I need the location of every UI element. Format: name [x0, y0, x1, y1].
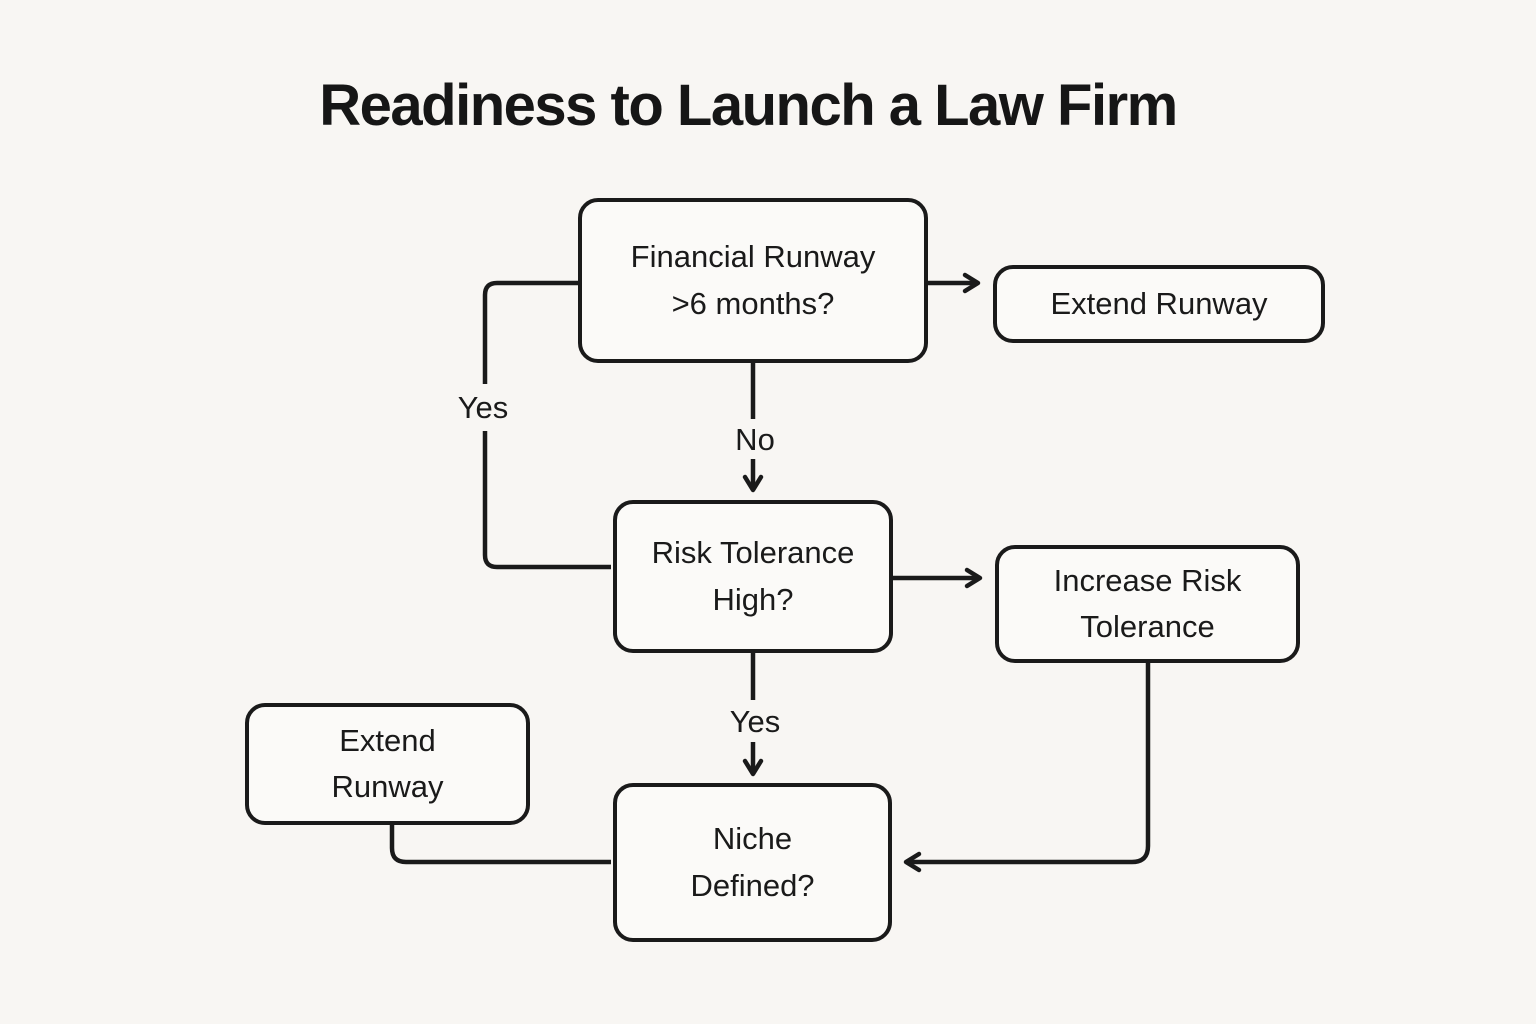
node-increase-risk-tolerance: Increase Risk Tolerance	[995, 545, 1300, 663]
page-title: Readiness to Launch a Law Firm	[319, 73, 1178, 138]
node-niche-defined: Niche Defined?	[613, 783, 892, 942]
node-financial-runway: Financial Runway >6 months?	[578, 198, 928, 363]
node-extend-runway-right: Extend Runway	[993, 265, 1325, 343]
edge-extend-runway-to-niche	[389, 825, 611, 865]
edge-label-no: No	[731, 422, 779, 458]
node-financial-runway-label: Financial Runway >6 months?	[630, 239, 876, 321]
edge-label-yes-center: Yes	[725, 704, 785, 740]
node-extend-runway-left-label: Extend Runway	[331, 722, 444, 805]
node-risk-tolerance-label: Risk Tolerance High?	[651, 535, 855, 617]
node-extend-runway-right-label: Extend Runway	[1050, 285, 1268, 321]
edge-financial-yes-lower	[482, 431, 611, 570]
edge-financial-yes-upper	[482, 280, 578, 384]
node-extend-runway-left: Extend Runway	[245, 703, 530, 825]
edge-label-yes-left: Yes	[453, 390, 513, 426]
node-risk-tolerance: Risk Tolerance High?	[613, 500, 893, 653]
edge-increase-risk-to-niche	[903, 663, 1151, 873]
node-niche-defined-label: Niche Defined?	[690, 821, 815, 903]
node-increase-risk-tolerance-label: Increase Risk Tolerance	[1053, 562, 1242, 645]
